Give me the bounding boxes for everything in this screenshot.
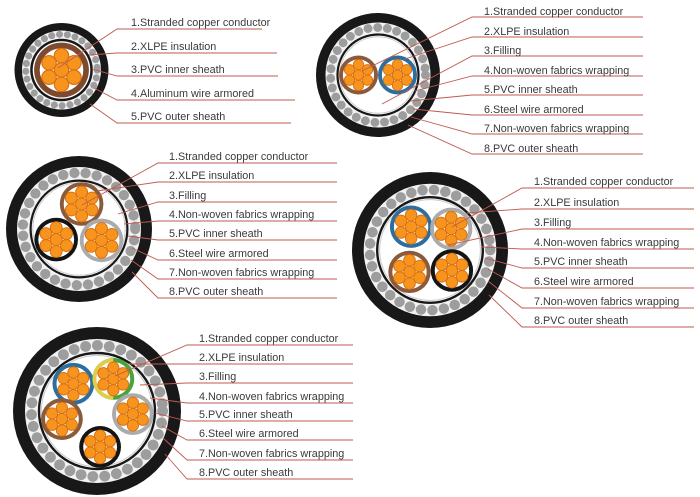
layer-label: 8.PVC outer sheath — [169, 286, 264, 298]
layer-label: 5.PVC outer sheath — [131, 111, 226, 123]
steel-armor-beads — [26, 339, 168, 482]
steel-armor-beads — [364, 184, 496, 316]
steel-armor-beads — [326, 23, 430, 127]
core-brown — [339, 55, 378, 95]
layer-label: 8.PVC outer sheath — [484, 143, 579, 155]
leader-lines — [57, 16, 694, 480]
layer-label: 4.Aluminum wire armored — [131, 88, 255, 100]
layer-label: 4.Non-woven fabrics wrapping — [484, 65, 630, 77]
layer-label: 5.PVC inner sheath — [199, 409, 293, 421]
core-brown — [59, 182, 104, 226]
layer-label: 2.XLPE insulation — [131, 41, 217, 53]
core-black — [34, 217, 78, 262]
core-gray — [111, 393, 154, 435]
layer-label: 5.PVC inner sheath — [484, 84, 578, 96]
layer-label: 1.Stranded copper conductor — [534, 176, 674, 188]
layer-label: 1.Stranded copper conductor — [131, 17, 271, 29]
cable-2core — [316, 13, 440, 137]
layer-label: 3.PVC inner sheath — [131, 64, 225, 76]
cable-5core — [13, 327, 181, 495]
layer-label: 4.Non-woven fabrics wrapping — [169, 209, 315, 221]
layer-label: 3.Filling — [199, 371, 237, 383]
layer-label: 7.Non-woven fabrics wrapping — [169, 267, 315, 279]
layer-label: 1.Stranded copper conductor — [199, 333, 339, 345]
cable-1core — [14, 23, 109, 117]
core-black — [79, 426, 121, 468]
layer-label: 4.Non-woven fabrics wrapping — [534, 237, 680, 249]
layer-label: 6.Steel wire armored — [484, 104, 584, 116]
layer-label: 3.Filling — [484, 45, 522, 57]
core-black — [430, 249, 474, 292]
core-blue — [52, 362, 95, 405]
core-blue — [389, 205, 433, 248]
layer-label: 8.PVC outer sheath — [199, 467, 294, 479]
layer-label: 5.PVC inner sheath — [169, 228, 263, 240]
layer-label: 1.Stranded copper conductor — [169, 151, 309, 163]
layer-label: 6.Steel wire armored — [169, 248, 269, 260]
layer-label: 2.XLPE insulation — [169, 170, 255, 182]
layer-label: 2.XLPE insulation — [199, 352, 285, 364]
layer-label: 8.PVC outer sheath — [534, 315, 629, 327]
core-gray — [79, 218, 124, 263]
layer-label: 2.XLPE insulation — [534, 197, 620, 209]
core-brown — [41, 398, 83, 440]
cable-4core — [352, 172, 508, 328]
core-blue — [378, 55, 417, 95]
layer-label: 3.Filling — [169, 190, 207, 202]
core-yellow-green — [92, 358, 135, 400]
wrapping-ring — [379, 199, 481, 301]
core-brown — [388, 250, 431, 294]
layer-label: 5.PVC inner sheath — [534, 256, 628, 268]
layer-label: 3.Filling — [534, 217, 572, 229]
layer-label: 6.Steel wire armored — [534, 276, 634, 288]
cable-3core — [6, 156, 152, 302]
steel-armor-beads — [17, 167, 141, 291]
layer-label: 7.Non-woven fabrics wrapping — [534, 296, 680, 308]
core-gray — [430, 207, 473, 250]
layer-label: 2.XLPE insulation — [484, 26, 570, 38]
layer-label: 7.Non-woven fabrics wrapping — [199, 448, 345, 460]
layer-label: 6.Steel wire armored — [199, 428, 299, 440]
layer-label: 1.Stranded copper conductor — [484, 6, 624, 18]
layer-label: 7.Non-woven fabrics wrapping — [484, 123, 630, 135]
layer-label: 4.Non-woven fabrics wrapping — [199, 391, 345, 403]
